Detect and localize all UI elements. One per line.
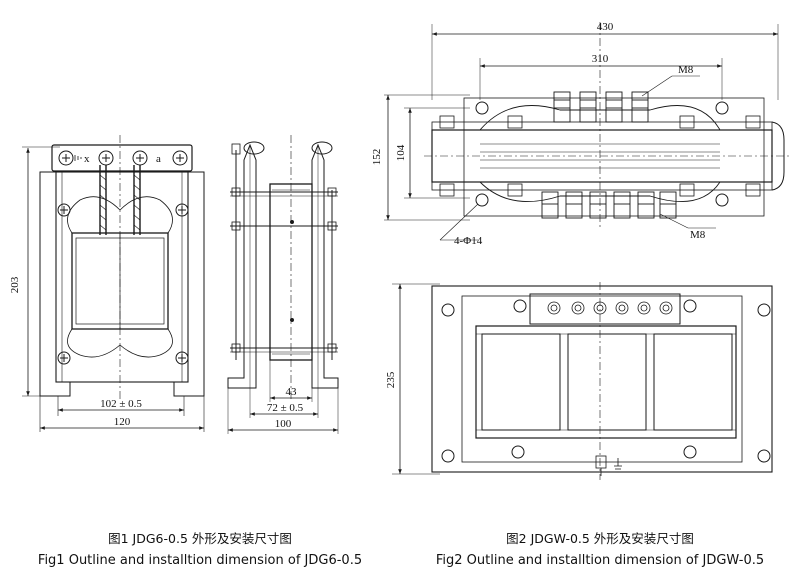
fig2-mount-width-dim: 310 (592, 53, 609, 65)
terminal-screw (58, 150, 188, 166)
terminal-label-x: x (84, 153, 90, 165)
fig2-height-dim: 152 (371, 149, 383, 166)
fig2-holes-label: 4-Φ14 (454, 235, 483, 247)
fig1-caption-zh: 图1 JDG6-0.5 外形及安装尺寸图 (108, 531, 292, 546)
fig1-front-view: x a (22, 135, 205, 432)
fig2-bolt-top-label: M8 (678, 64, 694, 76)
fig2-depth-dim: 235 (385, 371, 397, 388)
fig2-top-view (392, 282, 773, 480)
fig2-caption-en: Fig2 Outline and installtion dimension o… (435, 553, 765, 568)
fig1-mount-width-dim: 102 ± 0.5 (100, 398, 142, 410)
fig1-caption-en: Fig1 Outline and installtion dimension o… (37, 553, 363, 568)
fig2-caption-zh: 图2 JDGW-0.5 外形及安装尺寸图 (506, 531, 694, 546)
fig2-front-view (384, 22, 790, 241)
terminal-label-a: a (156, 153, 161, 165)
fig1-side-inner-dim: 43 (286, 386, 298, 398)
fig1-height-dim: 203 (9, 276, 21, 293)
fig2-total-width-dim: 430 (597, 21, 614, 33)
fig2-bolt-bottom-label: M8 (690, 229, 706, 241)
fig2-mount-height-dim: 104 (395, 144, 407, 161)
fig1-side-view (227, 135, 339, 434)
fig1-side-total-dim: 100 (275, 418, 292, 430)
fig1-side-mount-dim: 72 ± 0.5 (267, 402, 304, 414)
fig1-total-width-dim: 120 (114, 416, 131, 428)
